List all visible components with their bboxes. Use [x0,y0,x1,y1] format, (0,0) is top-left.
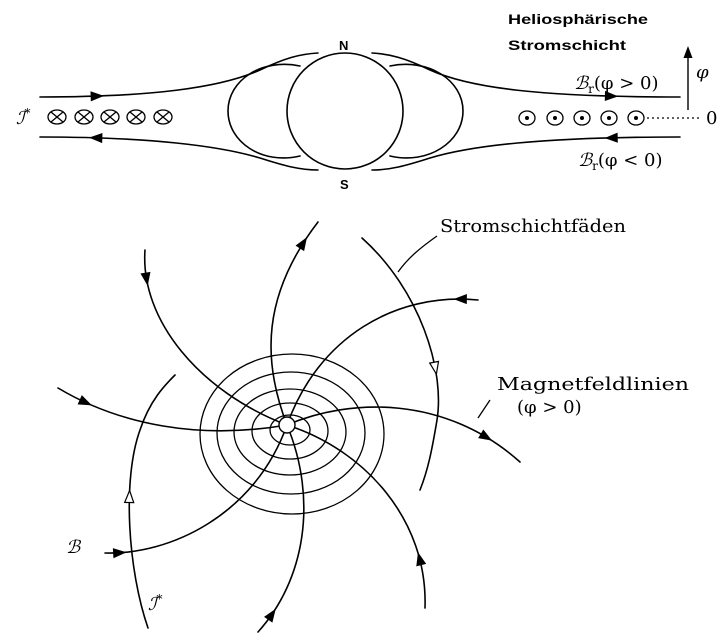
concentric-line [233,388,347,476]
field-lines-label-leader [477,399,491,419]
field-condition: (φ > 0) [594,73,659,94]
concentric-field-lines [199,353,385,515]
field-condition: (φ < 0) [598,150,663,171]
current-sheet-strand-left [128,374,176,629]
zero-axis-label: 0 [706,108,717,129]
spiral-field-line-upper-left-arrowhead [140,271,151,286]
spiral-field-line-bottom-arrowhead [264,608,276,623]
concentric-line [251,402,329,460]
spiral-field-line-bottom-right-arrowhead [416,552,427,567]
current-sheet-strand-right [361,237,440,491]
spiral-field-line-bottom [257,424,305,633]
current-out-of-page-symbol [627,110,645,126]
side-view: N S [16,11,717,192]
current-label-bottom: ℐ* [148,592,162,615]
field-symbol: ℬ [574,73,590,94]
spiral-field-line-up-arrowhead [295,237,308,252]
spiral-field-line-upper-right [286,294,479,426]
spiral-field-line-lower-left [104,424,288,559]
current-sheet-strand-left [123,374,176,629]
spiral-field-line-up [270,221,319,426]
spiral-field-line-left-arrowhead [77,395,92,406]
polar-view: Stromschichtfäden Magnetfeldlinien (φ > … [57,216,689,633]
current-into-page-symbol [153,109,173,125]
spiral-field-line-up [270,221,319,426]
sun-center [278,416,296,434]
field-symbol: ℬ [578,150,594,171]
open-field-line-bottom-left [39,136,319,171]
field-above-label: ℬr(φ > 0) [574,73,659,96]
open-field-line-bottom-left-arrowhead [89,132,103,144]
concentric-line [216,371,366,495]
spiral-field-line-right-arrowhead [478,429,493,441]
spiral-field-line-left [57,387,288,432]
phi-axis-arrow [683,46,693,110]
spiral-field-line-right [286,406,521,463]
spiral-field-line-lower-left-arrowhead [112,548,127,559]
open-field-line-top-right [371,52,681,98]
current-sheet-strand-right [361,237,440,491]
field-symbol-label: ℬ [66,537,82,558]
phi-axis-label: φ [696,62,709,83]
current-into-page-symbol [126,109,146,125]
spiral-field-line-bottom-right [286,424,427,609]
open-field-line-top-left-arrowhead [90,91,104,102]
current-sheet-title-line1: Heliosphärische [508,11,648,27]
field-below-label: ℬr(φ < 0) [578,150,663,173]
current-out-of-page-symbol [600,110,618,126]
current-into-page-symbol [47,109,67,125]
sun [286,52,404,170]
open-field-line-bottom-right-arrowhead [604,132,618,143]
spiral-field-line-lower-left [104,424,288,554]
spiral-field-line-upper-right-arrowhead [453,294,467,305]
open-field-line-top-left [39,52,319,98]
magnetic-field-lines-label: Magnetfeldlinien [497,374,689,395]
south-pole-label: S [340,177,349,192]
spiral-field-line-upper-right [286,298,479,426]
current-sheet-strands-label: Stromschichtfäden [440,216,626,237]
open-field-line-bottom-right [371,136,681,171]
spiral-field-line-upper-left [143,249,288,426]
current-sheet-right [518,110,645,126]
current-into-page-symbol [74,109,94,125]
spiral-field-line-upper-left [140,249,288,426]
spiral-field-line-bottom-right [286,424,426,609]
field-subscript: r [588,82,594,96]
current-sheet-title-line2: Stromschicht [508,37,626,53]
open-field-line-top-right-arrowhead [604,90,619,102]
current-sheet-strand-right-arrowhead [428,360,440,376]
current-into-page-symbol [100,109,120,125]
current-label-top: ℐ* [16,106,30,129]
current-out-of-page-symbol [573,110,591,126]
spiral-field-line-bottom [257,424,305,633]
north-pole-label: N [339,38,348,53]
field-subscript: r [592,159,598,173]
current-superscript: * [156,592,162,606]
magnetic-field-lines-condition: (φ > 0) [517,397,582,418]
current-sheet-left [47,109,173,125]
strands-label-leader [397,235,438,273]
current-out-of-page-symbol [546,110,564,126]
concentric-line [199,353,385,515]
current-sheet-strand-left-arrowhead [123,488,135,504]
current-out-of-page-symbol [518,110,536,126]
current-superscript: * [24,106,30,120]
